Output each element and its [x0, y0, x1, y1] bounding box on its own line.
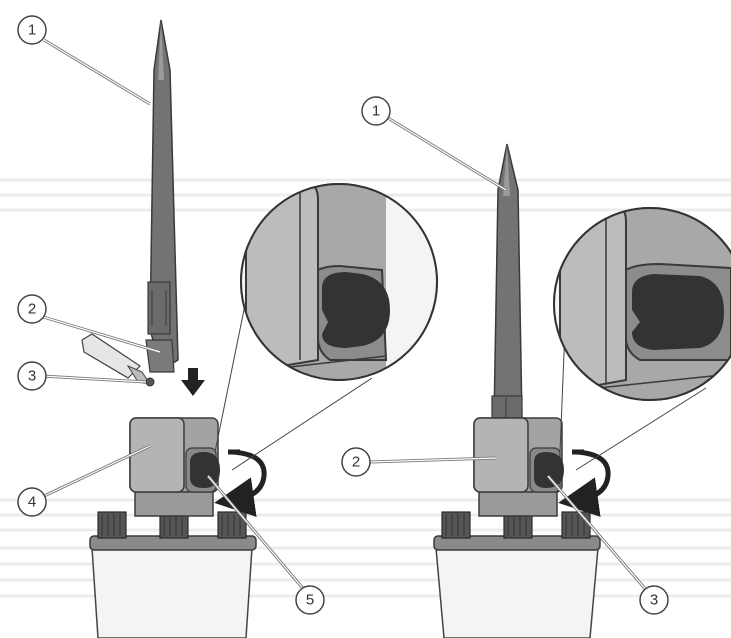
- rotate-arrow-icon: [558, 449, 611, 517]
- callout-left-lock: 5: [295, 585, 325, 615]
- callout-number: 3: [650, 592, 658, 609]
- right-assembly: [433, 143, 731, 638]
- left-assembly: [81, 19, 438, 638]
- right-housing: [433, 487, 601, 638]
- left-housing: [89, 487, 257, 638]
- callout-leaders-inner: [39, 39, 649, 593]
- callout-left-shank: 2: [17, 294, 47, 324]
- callout-left-grease: 3: [17, 361, 47, 391]
- callout-number: 2: [28, 301, 36, 318]
- left-chisel-bit: [145, 19, 179, 373]
- rotate-arrow-icon: [214, 449, 267, 517]
- callout-left-chuck: 4: [17, 487, 47, 517]
- left-zoom-leaders: [214, 299, 373, 471]
- left-zoom-detail: [240, 183, 438, 381]
- left-lock-latch: [185, 447, 220, 493]
- callout-right-lock: 3: [639, 585, 669, 615]
- callout-number: 1: [28, 22, 36, 39]
- callout-left-bit: 1: [17, 15, 47, 45]
- down-arrow-icon: [181, 368, 205, 396]
- callout-number: 4: [28, 494, 36, 511]
- callout-right-bit: 1: [361, 96, 391, 126]
- right-chisel-bit: [491, 143, 523, 421]
- callout-number: 1: [372, 103, 380, 120]
- callout-number: 5: [306, 592, 314, 609]
- right-zoom-detail: [553, 207, 731, 401]
- right-lock-latch: [529, 447, 564, 493]
- callout-number: 2: [352, 454, 360, 471]
- callout-right-chuck: 2: [341, 447, 371, 477]
- callout-number: 3: [28, 368, 36, 385]
